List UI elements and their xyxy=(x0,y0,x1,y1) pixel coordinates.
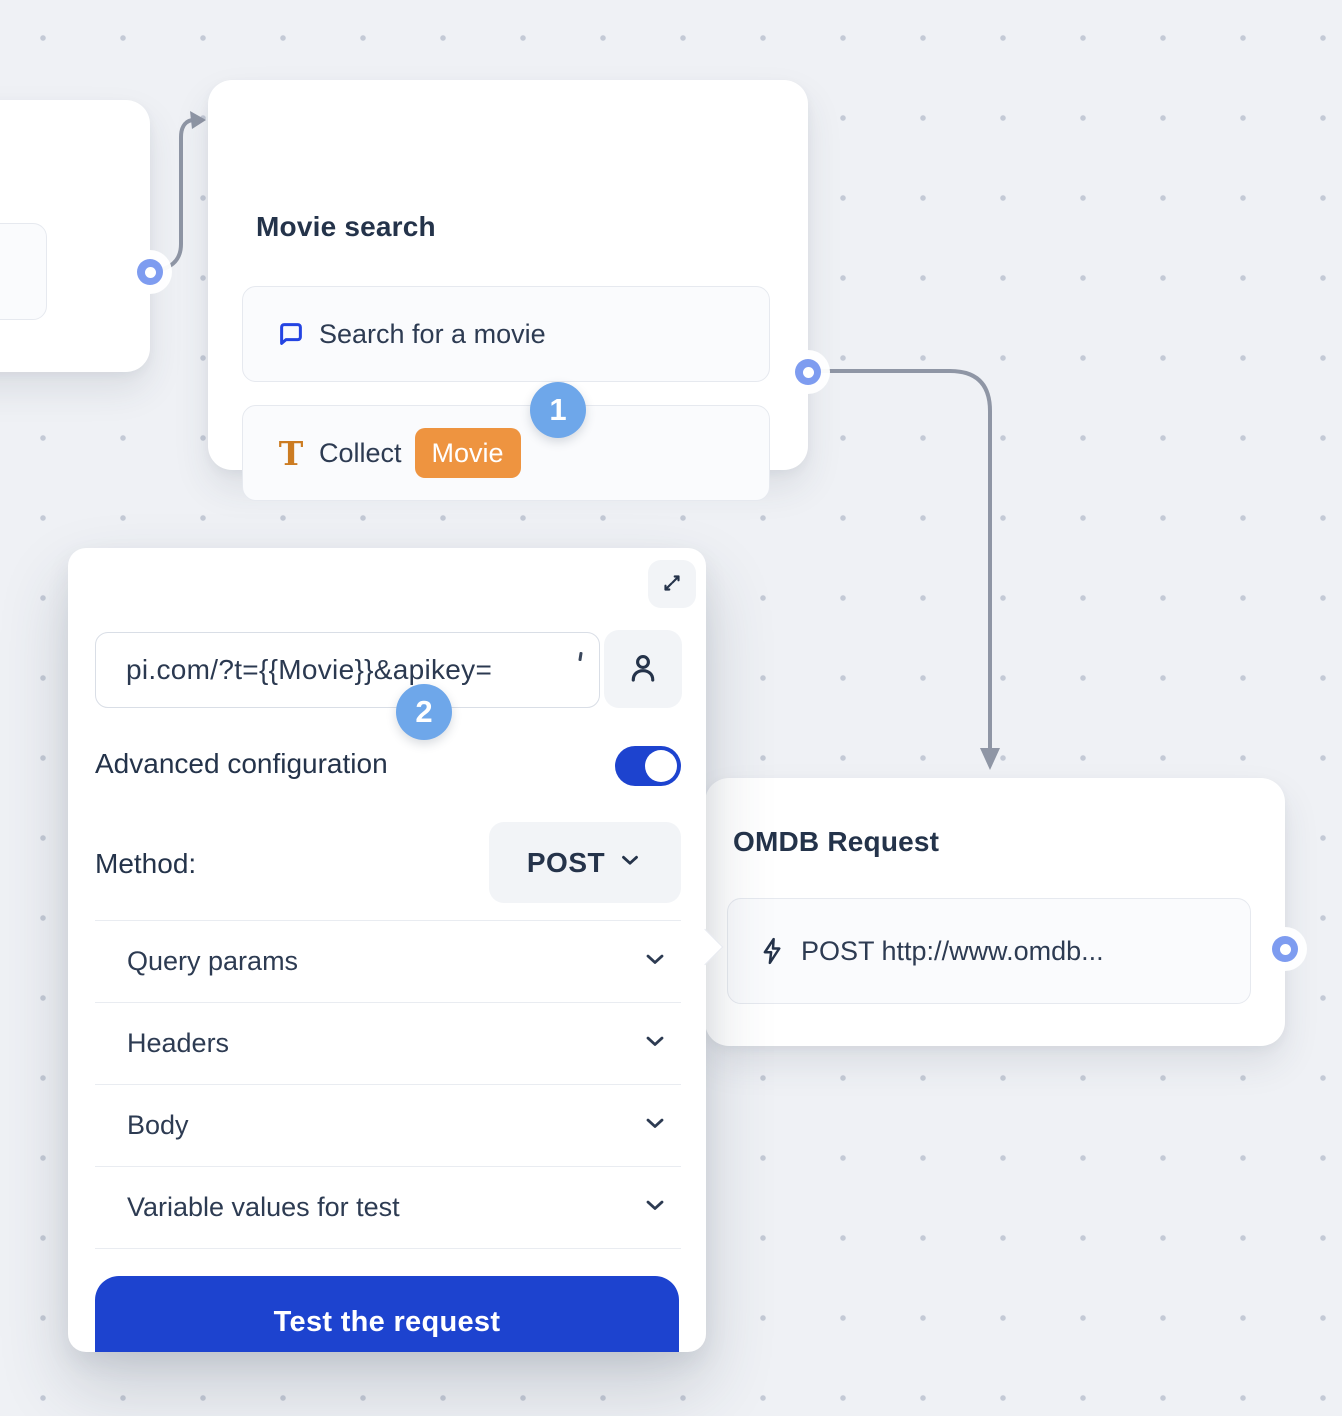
connection-port-omdb-node[interactable] xyxy=(1263,927,1307,971)
expand-icon xyxy=(659,570,685,599)
method-value: POST xyxy=(526,846,606,878)
lightning-icon xyxy=(758,934,788,968)
step-badge-1: 1 xyxy=(530,382,586,438)
variable-chip-movie: Movie xyxy=(414,427,521,479)
movie-search-node[interactable]: Movie search Search for a movie T Collec… xyxy=(208,80,808,501)
block-label: Collect xyxy=(319,437,402,468)
block-label: Search for a movie xyxy=(319,318,546,349)
divider xyxy=(95,1248,681,1249)
section-variable-values[interactable]: Variable values for test xyxy=(95,1167,681,1247)
chevron-down-icon xyxy=(617,847,643,878)
collect-input-block[interactable]: T Collect Movie xyxy=(242,405,770,501)
toggle-knob xyxy=(645,750,677,782)
partial-node-card[interactable] xyxy=(0,100,150,372)
person-icon xyxy=(625,650,661,689)
webhook-block[interactable]: POST http://www.omdb... xyxy=(727,898,1251,1004)
test-request-button[interactable]: Test the request xyxy=(95,1276,679,1352)
partial-node-item[interactable] xyxy=(0,223,47,320)
chevron-down-icon xyxy=(641,945,669,978)
section-headers[interactable]: Headers xyxy=(95,1003,681,1083)
node-title: Movie search xyxy=(256,211,436,242)
chat-bubble-icon xyxy=(276,317,306,351)
connector-to-movie-node xyxy=(158,118,196,272)
connection-port-movie-node[interactable] xyxy=(786,350,830,394)
webhook-config-panel: Advanced configuration Method: POST Quer… xyxy=(68,548,706,1352)
connector-to-omdb-node xyxy=(808,369,992,754)
block-label: POST http://www.omdb... xyxy=(801,935,1104,966)
chevron-down-icon xyxy=(641,1191,669,1224)
chevron-down-icon xyxy=(641,1109,669,1142)
advanced-configuration-label: Advanced configuration xyxy=(95,748,388,779)
method-dropdown[interactable]: POST xyxy=(489,822,681,903)
section-query-params[interactable]: Query params xyxy=(95,921,681,1001)
text-input-icon: T xyxy=(278,433,304,473)
node-title: OMDB Request xyxy=(733,826,940,857)
section-label: Headers xyxy=(127,1027,230,1058)
connector-arrowhead-down xyxy=(980,748,1000,770)
divider xyxy=(95,1002,681,1003)
section-label: Query params xyxy=(127,945,299,976)
omdb-request-node[interactable]: OMDB Request POST http://www.omdb... xyxy=(705,778,1285,1046)
method-label: Method: xyxy=(95,848,197,879)
section-label: Body xyxy=(127,1109,189,1140)
step-badge-2: 2 xyxy=(396,684,452,740)
chevron-down-icon xyxy=(641,1027,669,1060)
advanced-configuration-toggle[interactable] xyxy=(615,746,681,786)
section-body[interactable]: Body xyxy=(95,1085,681,1165)
divider xyxy=(95,1166,681,1167)
send-message-block[interactable]: Search for a movie xyxy=(242,286,770,382)
url-input[interactable] xyxy=(95,632,600,708)
divider xyxy=(95,920,681,921)
connection-port-partial-node[interactable] xyxy=(128,250,172,294)
section-label: Variable values for test xyxy=(127,1191,400,1222)
person-button[interactable] xyxy=(604,630,682,708)
connector-arrowhead-right xyxy=(190,111,206,129)
divider xyxy=(95,1084,681,1085)
expand-button[interactable] xyxy=(648,560,696,608)
